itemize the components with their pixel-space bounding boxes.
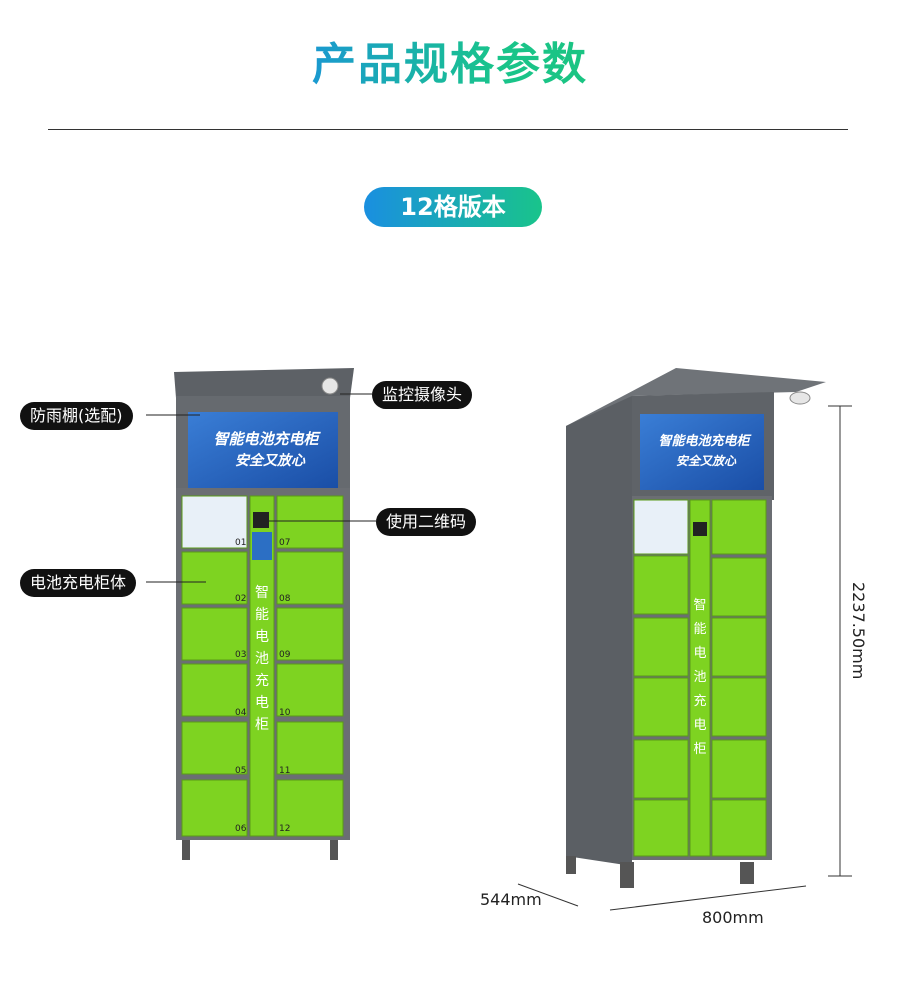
front-screen-line2: 安全又放心 [235,453,305,469]
dimension-depth: 544mm [480,890,542,909]
compartment-number: 03 [235,650,247,660]
perspective-view-cabinet [566,368,826,888]
front-center-label: 智能电池充电柜 [255,585,269,733]
compartment-number: 10 [279,708,291,718]
compartment-number: 06 [235,824,247,834]
compartment-number: 07 [279,538,291,548]
compartment-number: 08 [279,594,291,604]
compartment-number: 04 [235,708,247,718]
dimension-width: 800mm [702,908,764,927]
front-screen-line1: 智能电池充电柜 [213,430,319,448]
side-screen-line2: 安全又放心 [675,454,736,468]
version-badge: 12格版本 [364,187,542,227]
compartment-number: 05 [235,766,247,776]
callout-rain-cover: 防雨棚(选配) [20,402,133,430]
callout-cabinet-body: 电池充电柜体 [20,569,137,597]
compartment-number: 02 [235,594,247,604]
callout-qr-code: 使用二维码 [376,508,477,536]
dimension-height: 2237.50mm [849,582,868,680]
title-divider [48,129,848,130]
compartment-number: 12 [279,824,291,834]
compartment-number: 11 [279,766,291,776]
callout-camera: 监控摄像头 [372,381,473,409]
front-view-cabinet [174,368,354,860]
compartment-number: 01 [235,538,247,548]
side-screen-line1: 智能电池充电柜 [658,434,750,449]
compartment-number: 09 [279,650,291,660]
page-title: 产品规格参数 [0,28,900,92]
side-center-label: 智能电池充电柜 [693,598,707,757]
